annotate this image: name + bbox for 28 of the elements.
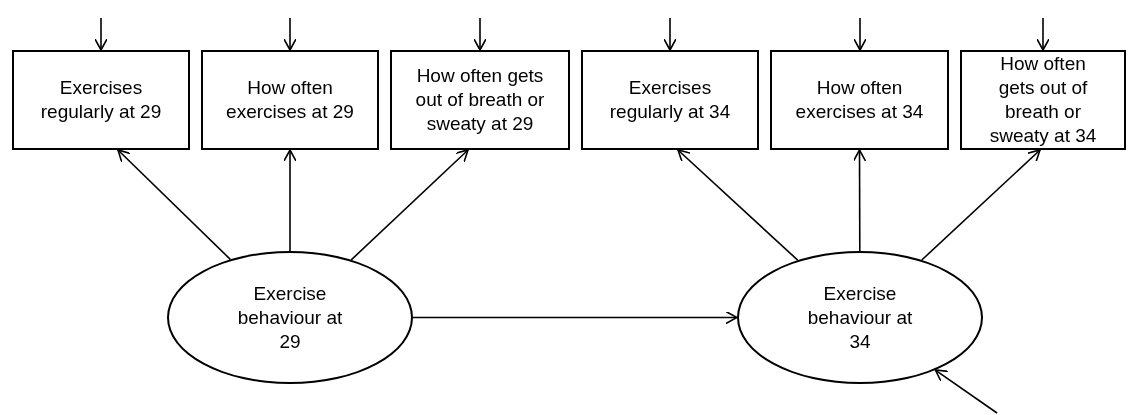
node-label: Exercises regularly at 29: [39, 76, 163, 124]
observed-variable-box: [770, 50, 949, 150]
node-label: How often exercises at 29: [225, 76, 355, 124]
node-label: Exercise behaviour at 34: [806, 281, 914, 354]
arrow: [934, 369, 998, 414]
observed-variable-box: [581, 50, 759, 150]
arrow: [94, 17, 108, 51]
node-label: How often gets out of breath or sweaty at 34: [988, 52, 1098, 148]
arrow: [1036, 17, 1050, 51]
arrow: [117, 149, 232, 261]
arrow: [921, 149, 1041, 261]
node-label: How often exercises at 34: [794, 76, 925, 124]
arrow: [283, 17, 297, 51]
node-label: How often gets out of breath or sweaty at 29: [414, 64, 546, 136]
node-label: Exercises regularly at 34: [608, 76, 732, 124]
arrow: [852, 149, 867, 252]
node-label: Exercise behaviour at 29: [236, 281, 344, 354]
arrow: [663, 17, 677, 51]
arrow: [473, 17, 487, 51]
arrow: [412, 310, 738, 325]
arrow: [283, 149, 297, 252]
arrow: [853, 17, 867, 51]
observed-variable-box: [960, 50, 1126, 150]
arrow: [677, 149, 799, 261]
observed-variable-box: [12, 50, 190, 150]
arrow: [350, 149, 469, 261]
observed-variable-box: [201, 50, 379, 150]
observed-variable-box: [390, 50, 570, 150]
